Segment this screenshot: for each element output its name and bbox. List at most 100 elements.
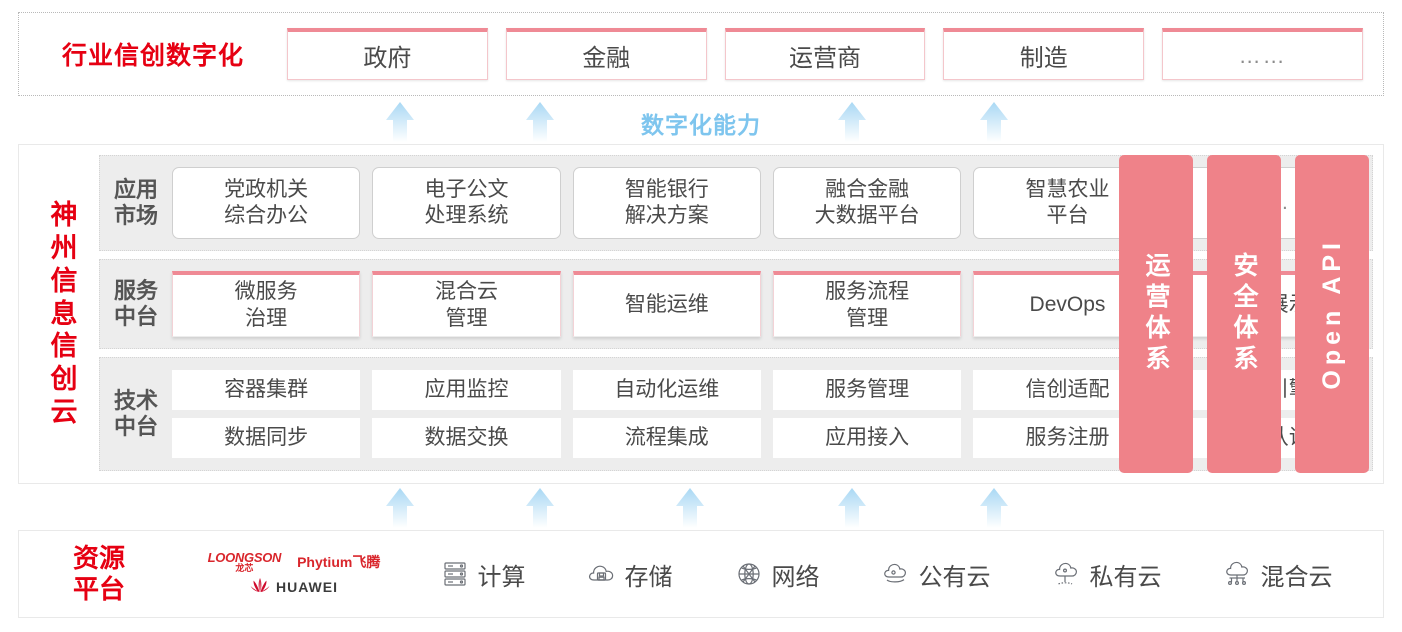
resource-item-private-cloud[interactable]: 私有云 <box>1052 557 1162 592</box>
resource-item-storage[interactable]: 存储 <box>587 557 673 592</box>
industry-box-government[interactable]: 政府 <box>287 28 488 80</box>
up-arrow-icon <box>518 486 562 530</box>
huawei-logo: HUAWEI <box>250 577 338 598</box>
hybrid-cloud-icon <box>1223 559 1253 589</box>
row-label-technical-platform: 技术 中台 <box>100 388 172 441</box>
platform-title-char: 信 <box>50 331 78 362</box>
up-arrow-icon <box>378 100 422 144</box>
cell-line: 治理 <box>245 306 288 330</box>
capability-arrow-strip: 数字化能力 <box>0 98 1402 144</box>
cell-line: 管理 <box>445 306 488 330</box>
resource-title-line: 平台 <box>72 574 125 604</box>
up-arrow-icon <box>972 100 1016 144</box>
cell-line: 平台 <box>1046 204 1089 227</box>
resource-title-line: 资源 <box>72 542 125 573</box>
up-arrow-icon <box>518 100 562 144</box>
row-label-line: 中台 <box>113 304 158 329</box>
row-label-line: 服务 <box>113 277 158 303</box>
cell-line: 处理系统 <box>424 204 509 227</box>
svc-cell-service-process-management[interactable]: 服务流程管理 <box>772 271 962 337</box>
tech-cell-container-cluster[interactable]: 容器集群 <box>172 370 361 410</box>
resource-item-label: 存储 <box>624 563 673 591</box>
cell-line: 电子公文 <box>424 177 509 201</box>
resource-item-list: 计算 存储 <box>409 557 1383 592</box>
tech-cell-data-sync[interactable]: 数据同步 <box>172 418 361 458</box>
public-cloud-icon <box>881 559 911 589</box>
cell-line: 党政机关 <box>224 177 309 201</box>
cell-line: 微服务 <box>234 280 298 304</box>
loongson-logo-text: LOONGSON <box>207 549 282 565</box>
network-globe-icon <box>734 559 764 589</box>
row-label-line: 应用 <box>113 176 158 202</box>
up-arrow-icon <box>830 486 874 530</box>
resource-item-public-cloud[interactable]: 公有云 <box>881 557 991 592</box>
industry-box-finance[interactable]: 金融 <box>505 28 707 80</box>
platform-container: 神 州 信 息 信 创 云 应用 市场 党政机关综合办公 电子公文处 <box>18 144 1384 484</box>
tech-cell-data-exchange[interactable]: 数据交换 <box>372 418 561 458</box>
industry-box-manufacturing[interactable]: 制造 <box>943 28 1145 80</box>
pillar-open-api[interactable]: Open API <box>1295 155 1369 473</box>
row-label-line: 中台 <box>113 414 158 439</box>
svc-cell-intelligent-ops[interactable]: 智能运维 <box>572 271 761 337</box>
platform-pillars: 运营体系 安全体系 Open API <box>1119 155 1369 473</box>
pillar-label: 安全体系 <box>1230 252 1258 376</box>
loongson-logo-cn: 龙芯 <box>235 562 254 573</box>
cell-line: 智能银行 <box>624 177 709 201</box>
app-cell-government-office[interactable]: 党政机关综合办公 <box>172 167 361 239</box>
tech-cell-app-access[interactable]: 应用接入 <box>772 418 962 458</box>
row-label-line: 市场 <box>113 203 158 228</box>
phytium-logo: Phytium飞腾 <box>297 553 381 570</box>
vendor-logo-group: LOONGSON 龙芯 Phytium飞腾 HUAWEI <box>179 551 409 598</box>
pillar-operations-system[interactable]: 运营体系 <box>1119 155 1193 473</box>
huawei-flower-icon <box>250 577 270 598</box>
huawei-logo-text: HUAWEI <box>276 579 338 595</box>
app-cell-edoc-system[interactable]: 电子公文处理系统 <box>372 167 561 239</box>
app-cell-smart-bank[interactable]: 智能银行解决方案 <box>572 167 761 239</box>
tech-cell-app-monitoring[interactable]: 应用监控 <box>372 370 561 410</box>
cell-line: 服务流程 <box>825 280 910 304</box>
tech-cell-process-integration[interactable]: 流程集成 <box>572 418 761 458</box>
up-arrow-icon <box>378 486 422 530</box>
app-cell-finance-bigdata[interactable]: 融合金融大数据平台 <box>772 167 962 239</box>
cell-line: 管理 <box>846 306 889 330</box>
resource-item-label: 网络 <box>771 563 820 591</box>
cell-line: 综合办公 <box>224 204 309 227</box>
platform-vertical-title: 神 州 信 息 信 创 云 <box>33 153 95 475</box>
loongson-logo: LOONGSON 龙芯 <box>207 549 282 573</box>
platform-title-char: 信 <box>50 265 78 296</box>
cloud-storage-icon <box>587 559 617 589</box>
capability-label: 数字化能力 <box>641 112 761 138</box>
pillar-security-system[interactable]: 安全体系 <box>1207 155 1281 473</box>
resource-item-hybrid-cloud[interactable]: 混合云 <box>1223 557 1333 592</box>
cell-line: 智慧农业 <box>1025 177 1110 201</box>
tech-cell-automated-ops[interactable]: 自动化运维 <box>572 370 761 410</box>
resource-band-title: 资源 平台 <box>19 543 179 605</box>
resource-arrow-strip <box>0 484 1402 530</box>
svc-cell-microservice-governance[interactable]: 微服务治理 <box>172 271 361 337</box>
svc-cell-hybrid-cloud-management[interactable]: 混合云管理 <box>372 271 561 337</box>
platform-title-char: 创 <box>50 364 78 395</box>
vendor-logo-row-2: HUAWEI <box>250 577 338 598</box>
cell-line: 混合云 <box>434 280 498 304</box>
resource-item-label: 私有云 <box>1089 563 1162 591</box>
vendor-logo-row-1: LOONGSON 龙芯 Phytium飞腾 <box>208 551 381 573</box>
resource-item-network[interactable]: 网络 <box>734 557 820 592</box>
tech-cell-service-management[interactable]: 服务管理 <box>772 370 962 410</box>
resource-item-label: 混合云 <box>1260 563 1333 591</box>
platform-title-char: 州 <box>50 232 78 263</box>
industry-box-more[interactable]: …… <box>1162 28 1363 80</box>
industry-box-list: 政府 金融 运营商 制造 …… <box>287 28 1383 80</box>
row-label-service-platform: 服务 中台 <box>100 278 172 331</box>
row-label-line: 技术 <box>113 387 158 413</box>
resource-item-compute[interactable]: 计算 <box>440 557 526 592</box>
up-arrow-icon <box>972 486 1016 530</box>
platform-title-char: 息 <box>50 298 78 329</box>
platform-title-char: 云 <box>50 397 78 428</box>
resource-band: 资源 平台 LOONGSON 龙芯 Phytium飞腾 <box>18 530 1384 618</box>
cell-line: 大数据平台 <box>814 204 920 227</box>
industry-band-title: 行业信创数字化 <box>61 42 244 70</box>
resource-item-label: 公有云 <box>918 563 991 591</box>
industry-box-telecom[interactable]: 运营商 <box>724 28 926 80</box>
industry-band: 行业信创数字化 政府 金融 运营商 制造 …… <box>18 12 1384 96</box>
